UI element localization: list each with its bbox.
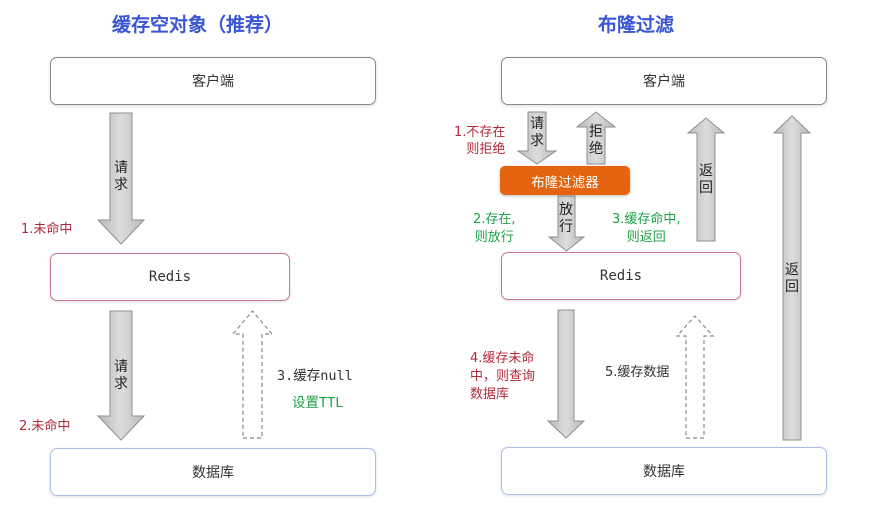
right-query-db-arrow (546, 309, 586, 439)
right-request-label: 请求 (530, 116, 544, 149)
left-db-box: 数据库 (50, 448, 376, 496)
right-redis-box: Redis (501, 252, 741, 300)
right-exists-label: 2.存在, 则放行 (473, 212, 516, 245)
right-cache-hit-label: 3.缓存命中, 则返回 (612, 212, 681, 245)
bloom-filter-label: 布隆过滤器 (531, 174, 599, 191)
left-request-arrow-1 (96, 112, 146, 245)
left-client-label: 客户端 (192, 74, 234, 90)
left-request-arrow-2 (96, 310, 146, 441)
right-cache-miss-label: 4.缓存未命 中，则查询 数据库 (470, 351, 536, 402)
left-redis-box: Redis (50, 253, 290, 301)
right-cache-data-label: 5.缓存数据 (605, 365, 670, 380)
left-client-box: 客户端 (50, 57, 376, 105)
left-title: 缓存空对象（推荐） (112, 14, 284, 36)
left-set-ttl-label: 设置TTL (292, 395, 344, 411)
right-title: 布隆过滤 (598, 14, 675, 36)
left-cache-null-label: 3.缓存null (277, 368, 353, 384)
right-reject-arrow (575, 111, 617, 165)
left-request-label-1: 请求 (114, 160, 128, 193)
right-pass-arrow (547, 195, 586, 252)
right-pass-label: 放行 (559, 202, 573, 235)
right-not-exist-label: 1.不存在 则拒绝 (454, 125, 506, 157)
right-db-box: 数据库 (501, 447, 827, 495)
left-db-label: 数据库 (192, 465, 234, 481)
left-redis-label: Redis (148, 269, 192, 285)
left-request-label-2: 请求 (114, 359, 128, 392)
right-reject-label: 拒绝 (589, 124, 603, 157)
right-return-arrow-1 (686, 117, 726, 242)
left-miss-label-2: 2.未命中 (19, 419, 71, 434)
right-return-label-2: 返回 (785, 262, 799, 295)
left-miss-label-1: 1.未命中 (21, 222, 73, 237)
bloom-filter-box: 布隆过滤器 (500, 166, 630, 195)
right-db-label: 数据库 (643, 464, 685, 480)
right-return-label-1: 返回 (699, 163, 713, 196)
right-cache-data-arrow (675, 315, 715, 439)
right-redis-label: Redis (599, 268, 643, 284)
right-client-label: 客户端 (643, 74, 685, 90)
left-cache-null-arrow (231, 310, 274, 439)
right-request-arrow (516, 111, 558, 165)
right-return-arrow-2 (772, 115, 812, 441)
right-client-box: 客户端 (501, 57, 827, 105)
